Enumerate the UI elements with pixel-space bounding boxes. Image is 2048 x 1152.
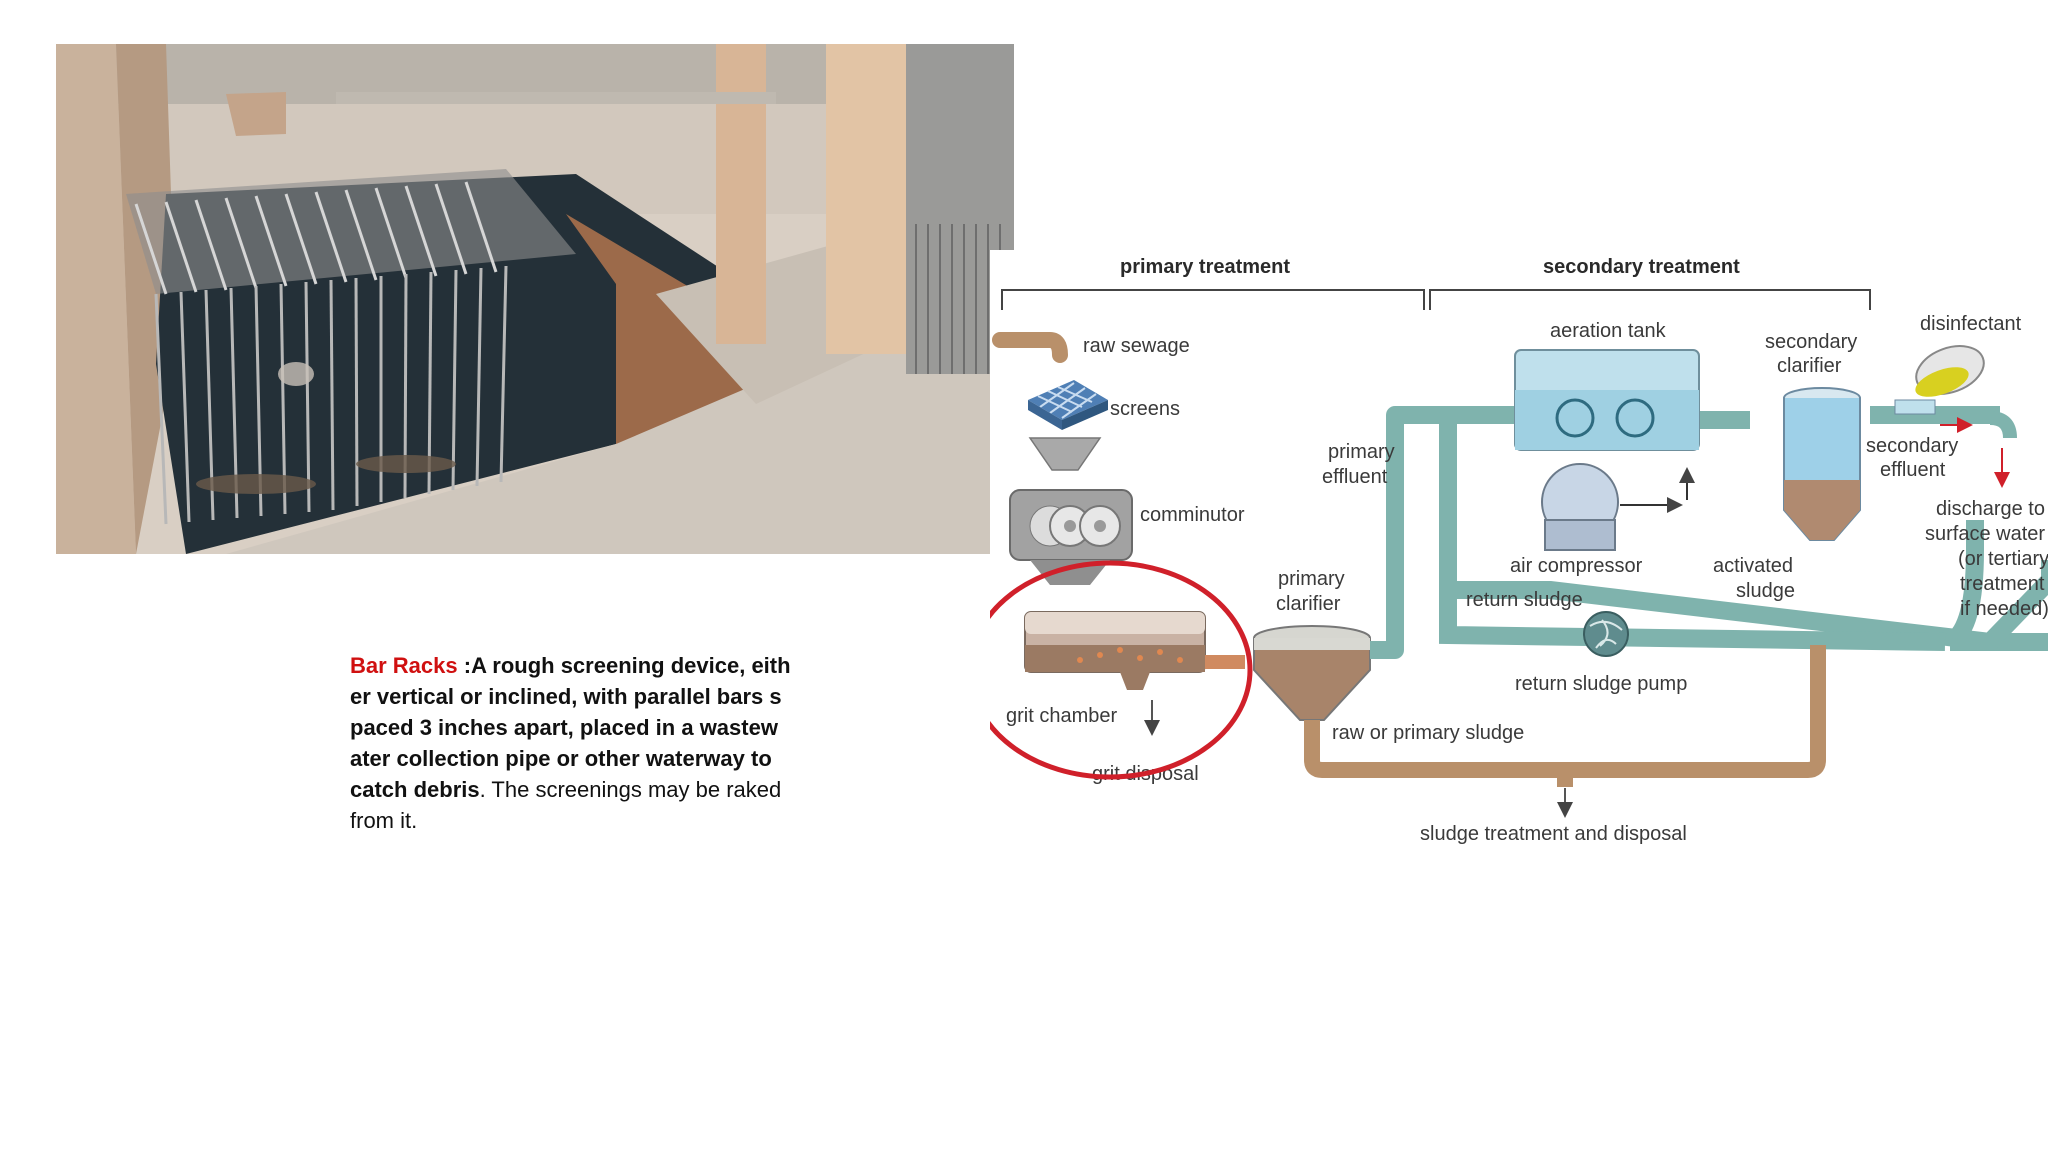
bar-rack-photo bbox=[56, 44, 1014, 554]
activated-sludge-label-1: activated bbox=[1713, 555, 1793, 577]
bar-racks-description: Bar Racks :A rough screening device, eit… bbox=[350, 650, 800, 836]
primary-clarifier-label-2: clarifier bbox=[1276, 593, 1341, 615]
secondary-clarifier-label-2: clarifier bbox=[1777, 355, 1842, 377]
secondary-bracket bbox=[1429, 289, 1871, 310]
return-sludge-pump-label: return sludge pump bbox=[1515, 673, 1687, 695]
secondary-treatment-header: secondary treatment bbox=[1543, 256, 1740, 278]
primary-clarifier-label-1: primary bbox=[1278, 568, 1345, 590]
primary-bracket bbox=[1001, 289, 1425, 310]
primary-treatment-header: primary treatment bbox=[1120, 256, 1290, 278]
air-compressor-label: air compressor bbox=[1510, 555, 1643, 577]
disinfectant-label: disinfectant bbox=[1920, 313, 2022, 335]
definition-part-3: paced 3 inches apart, placed in a wastew bbox=[350, 715, 778, 740]
discharge-label-1: discharge to bbox=[1936, 498, 2045, 520]
caption-tail-1: . The screenings may be raked bbox=[479, 777, 782, 802]
discharge-label-4: treatment bbox=[1960, 573, 2045, 595]
caption-line-1: Bar Racks :A rough screening device, eit… bbox=[350, 650, 800, 681]
discharge-label-2: surface water bbox=[1925, 523, 2045, 545]
secondary-clarifier bbox=[1783, 387, 1861, 541]
aeration-tank-label: aeration tank bbox=[1550, 320, 1667, 342]
grit-to-clarifier-pipe bbox=[1205, 655, 1245, 669]
secondary-effluent-label-2: effluent bbox=[1880, 459, 1946, 481]
screens-label: screens bbox=[1110, 398, 1180, 420]
effluent-pipes bbox=[1370, 406, 2048, 659]
activated-sludge-label-2: sludge bbox=[1736, 580, 1795, 602]
sludge-pipe bbox=[1304, 645, 1826, 787]
raw-sewage-label: raw sewage bbox=[1083, 335, 1190, 357]
primary-effluent-label-2: effluent bbox=[1322, 466, 1388, 488]
raw-primary-sludge-label: raw or primary sludge bbox=[1332, 722, 1524, 744]
comminutor-label: comminutor bbox=[1140, 504, 1245, 526]
return-sludge-pump bbox=[1583, 611, 1629, 657]
definition-part-5: catch debris bbox=[350, 777, 480, 802]
air-compressor bbox=[1541, 463, 1695, 551]
primary-effluent-label-1: primary bbox=[1328, 441, 1395, 463]
caption-tail-2: from it. bbox=[350, 808, 418, 833]
raw-sewage-pipe bbox=[992, 332, 1068, 363]
sludge-treatment-label: sludge treatment and disposal bbox=[1420, 823, 1687, 845]
grit-chamber-highlight bbox=[990, 560, 1253, 780]
definition-part-2: er vertical or inclined, with parallel b… bbox=[350, 684, 782, 709]
primary-clarifier bbox=[1253, 625, 1371, 721]
aeration-tank bbox=[1514, 349, 1700, 451]
definition-part-1: :A rough screening device, eith bbox=[457, 653, 791, 678]
secondary-clarifier-label-1: secondary bbox=[1765, 331, 1857, 353]
secondary-effluent-label-1: secondary bbox=[1866, 435, 1958, 457]
discharge-label-5: if needed) bbox=[1960, 598, 2048, 620]
return-sludge-pipe bbox=[1439, 510, 1984, 651]
caption-line-5: catch debris. The screenings may be rake… bbox=[350, 774, 800, 805]
grit-chamber-label: grit chamber bbox=[1006, 705, 1117, 727]
screens-icon bbox=[1028, 380, 1108, 430]
grit-chamber bbox=[1024, 611, 1206, 690]
screens-funnel bbox=[1028, 437, 1102, 471]
discharge-label-3: (or tertiary bbox=[1958, 548, 2048, 570]
definition-part-4: ater collection pipe or other waterway t… bbox=[350, 746, 772, 771]
return-sludge-label: return sludge bbox=[1466, 589, 1583, 611]
wastewater-treatment-diagram: primary treatment secondary treatment ra… bbox=[990, 250, 2048, 870]
bar-racks-term: Bar Racks bbox=[350, 653, 458, 678]
disinfectant-bottle bbox=[1894, 345, 2017, 488]
